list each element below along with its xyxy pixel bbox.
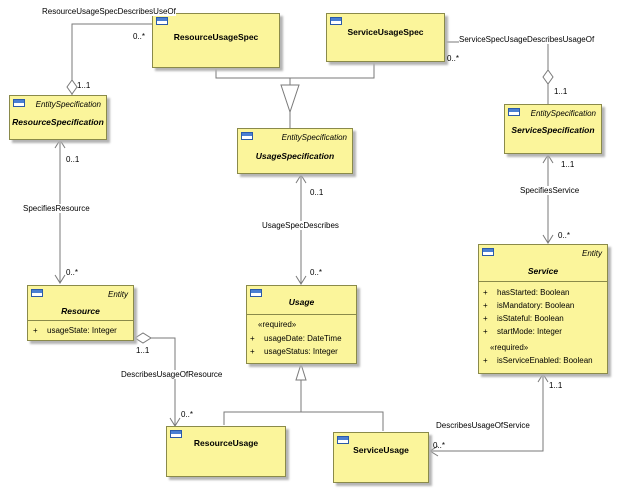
stereotype-label: EntitySpecification — [530, 109, 596, 118]
class-resource-usage[interactable]: ResourceUsage — [166, 426, 286, 477]
aggregation-diamond — [134, 332, 152, 344]
multiplicity-label: 1..1 — [136, 346, 150, 355]
class-name: Usage — [288, 297, 315, 307]
generalization-resource-usage-spec — [215, 68, 291, 85]
assoc-describes-usage-of-service — [430, 374, 544, 452]
class-service-usage-spec[interactable]: ServiceUsageSpec — [326, 13, 445, 62]
class-service[interactable]: Entity Service +hasStarted: Boolean +isM… — [478, 244, 608, 374]
class-icon — [241, 132, 253, 140]
class-icon — [13, 99, 25, 107]
assoc-label-describes-usage-of-service: DescribesUsageOfService — [436, 421, 530, 430]
aggregation-diamond — [66, 79, 78, 95]
class-icon — [482, 248, 494, 256]
assoc-service-spec-usage-describes-usage-of — [446, 41, 549, 70]
class-icon — [330, 17, 342, 25]
class-name: ResourceUsage — [193, 438, 259, 448]
class-usage[interactable]: Usage «required» +usageDate: DateTime +u… — [246, 285, 357, 364]
compartment-divider — [28, 320, 133, 321]
attribute: +usageDate: DateTime — [250, 334, 342, 343]
multiplicity-label: 1..1 — [561, 160, 575, 169]
class-icon — [337, 436, 349, 444]
multiplicity-label: 0..* — [558, 231, 571, 240]
attribute: +startMode: Integer — [483, 327, 562, 336]
generalization-resource-usage — [223, 380, 302, 425]
multiplicity-label: 1..1 — [77, 81, 91, 90]
attribute: +usageState: Integer — [33, 326, 117, 335]
class-icon — [156, 17, 168, 25]
class-name: ServiceSpecification — [511, 125, 595, 135]
required-label: «required» — [490, 343, 529, 352]
attribute: +usageStatus: Integer — [250, 347, 338, 356]
required-label: «required» — [258, 320, 297, 329]
class-name: ResourceUsageSpec — [173, 32, 259, 42]
class-resource-specification[interactable]: EntitySpecification ResourceSpecificatio… — [9, 95, 107, 140]
attribute: +hasStarted: Boolean — [483, 288, 570, 297]
class-name: ServiceUsage — [353, 445, 409, 455]
multiplicity-label: 0..1 — [310, 188, 324, 197]
assoc-label-resource-usage-spec-describes-use-of: ResourceUsageSpecDescribesUseOf — [42, 7, 176, 16]
class-service-specification[interactable]: EntitySpecification ServiceSpecification — [504, 104, 602, 154]
generalization-arrowhead — [295, 362, 307, 381]
class-resource[interactable]: Entity Resource +usageState: Integer — [27, 285, 134, 341]
assoc-label-service-spec-usage-describes-usage-of: ServiceSpecUsageDescribesUsageOf — [459, 35, 595, 44]
stereotype-label: EntitySpecification — [281, 133, 347, 142]
class-name: ResourceSpecification — [12, 117, 104, 127]
multiplicity-label: 0..* — [433, 441, 446, 450]
class-name: Service — [527, 266, 559, 276]
class-icon — [31, 289, 43, 297]
assoc-label-usage-spec-describes: UsageSpecDescribes — [262, 221, 339, 230]
multiplicity-label: 0..* — [447, 54, 460, 63]
attribute: +isMandatory: Boolean — [483, 301, 575, 310]
generalization-service-usage — [301, 411, 384, 431]
assoc-resource-usage-spec-describes-use-of — [71, 23, 152, 80]
multiplicity-label: 0..* — [133, 32, 146, 41]
multiplicity-label: 0..1 — [66, 155, 80, 164]
class-name: UsageSpecification — [255, 151, 335, 161]
assoc-label-specifies-resource: SpecifiesResource — [23, 204, 90, 213]
generalization-service-usage-spec — [290, 62, 375, 79]
stereotype-label: Entity — [107, 290, 128, 299]
class-icon — [170, 430, 182, 438]
class-service-usage[interactable]: ServiceUsage — [333, 432, 429, 483]
compartment-divider — [247, 314, 356, 315]
attribute: +isServiceEnabled: Boolean — [483, 356, 593, 365]
class-resource-usage-spec[interactable]: ResourceUsageSpec — [152, 13, 280, 68]
multiplicity-label: 1..1 — [554, 87, 568, 96]
generalization-arrowhead — [280, 84, 300, 114]
multiplicity-label: 0..* — [310, 268, 323, 277]
multiplicity-label: 0..* — [66, 268, 79, 277]
class-icon — [508, 108, 520, 116]
stereotype-label: EntitySpecification — [35, 100, 101, 109]
attribute: +isStateful: Boolean — [483, 314, 564, 323]
aggregation-diamond — [542, 69, 554, 85]
compartment-divider — [479, 281, 607, 282]
assoc-label-specifies-service: SpecifiesService — [520, 186, 580, 195]
assoc-label-describes-usage-of-resource: DescribesUsageOfResource — [121, 370, 223, 379]
class-usage-specification[interactable]: EntitySpecification UsageSpecification — [237, 128, 353, 174]
stereotype-label: Entity — [581, 249, 602, 258]
class-name: Resource — [61, 306, 100, 316]
class-name: ServiceUsageSpec — [347, 27, 424, 37]
class-icon — [250, 289, 262, 297]
multiplicity-label: 0..* — [181, 410, 194, 419]
assoc-describes-usage-of-resource — [151, 337, 176, 425]
multiplicity-label: 1..1 — [549, 381, 563, 390]
